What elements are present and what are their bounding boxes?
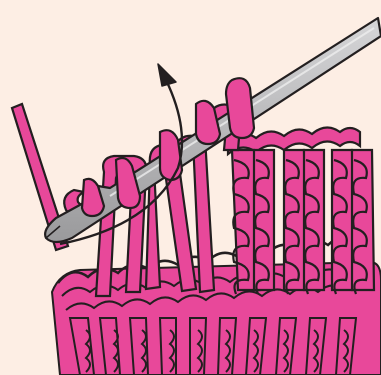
stitch-column	[332, 150, 374, 294]
stitch-column	[284, 150, 324, 294]
stitch-column	[232, 150, 274, 294]
completed-stitches	[228, 127, 374, 294]
